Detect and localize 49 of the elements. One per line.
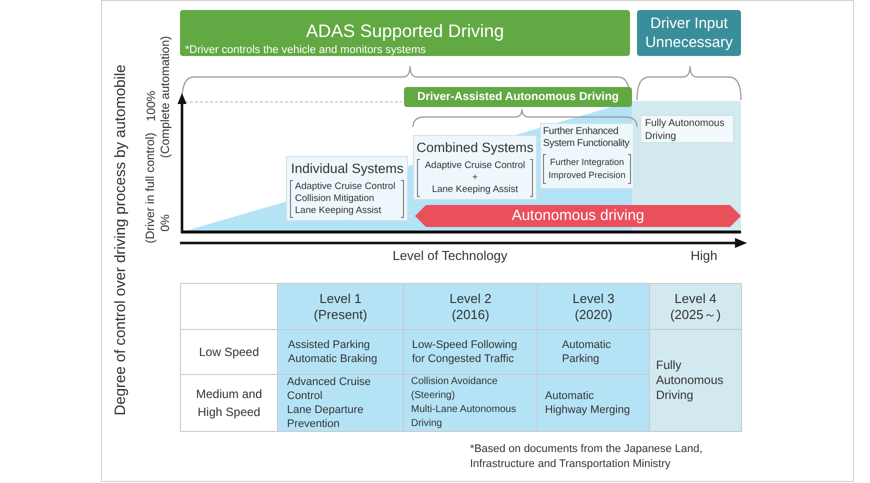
banner-title: Driver Input Unnecessary	[644, 14, 734, 52]
list-item: Lane Keeping Assist	[430, 184, 520, 196]
system-card	[540, 123, 634, 189]
card-text: Fully Autonomous Driving	[645, 117, 726, 143]
tick-note: (Driver in full control)	[143, 132, 157, 244]
card-title: Individual Systems	[290, 160, 405, 178]
tick-note: (Complete automation)	[158, 36, 172, 158]
column-header: Level 3 (2020)	[572, 290, 616, 322]
list-item: Improved Precision	[547, 169, 627, 182]
column-header: Level 1 (Present)	[312, 290, 368, 322]
double-arrow-banner	[415, 205, 741, 227]
card-title: Further Enhanced System Functionality	[542, 126, 630, 150]
row-header: Low Speed	[198, 344, 260, 360]
cell-text: Lane Departure Prevention	[287, 403, 364, 431]
banner-note: *Driver controls the vehicle and monitors systems	[184, 43, 427, 57]
footnote: *Based on documents from the Japanese Land, Infrastructure and Transportation Ministry	[470, 442, 704, 472]
tick-label: 100%	[144, 90, 158, 122]
list-item: Further Integration	[548, 156, 626, 169]
banner-title: Autonomous driving	[512, 207, 644, 225]
banner-title: Driver-Assisted Autonomous Driving	[416, 90, 620, 104]
stage-banner	[180, 10, 630, 56]
list-item: Collision Mitigation	[295, 193, 376, 205]
cell-text: Assisted Parking	[288, 338, 370, 352]
cell-text: Low-Speed Following for Congested Traffic	[412, 338, 518, 366]
axis-end-label: High	[690, 248, 718, 264]
axis-title: Level of Technology	[392, 248, 508, 264]
stage-banner	[404, 87, 632, 107]
tick-label: 0%	[158, 214, 172, 232]
list-item: Lane Keeping Assist	[295, 205, 382, 217]
card-title: Combined Systems	[415, 139, 535, 157]
cell-text: Collision Avoidance (Steering)	[411, 375, 499, 403]
system-card	[640, 115, 734, 143]
row-header: Medium and High Speed	[194, 386, 264, 421]
cell-text: Automatic Highway Merging	[545, 389, 631, 417]
cell-text: Advanced Cruise Control	[287, 375, 372, 403]
cell-text: Multi-Lane Autonomous Driving	[411, 403, 518, 431]
system-card	[286, 156, 408, 221]
cell-text: Automatic Parking	[562, 338, 612, 366]
list-item: +	[471, 172, 479, 184]
list-item: Adaptive Cruise Control	[424, 160, 526, 172]
column-header: Level 4 (2025～)	[669, 290, 722, 322]
banner-title: ADAS Supported Driving	[304, 20, 506, 42]
cell-text: Automatic Braking	[288, 352, 378, 366]
axis-title: Degree of control over driving process by automobile	[112, 64, 130, 416]
cell-text: Fully Autonomous Driving	[656, 358, 724, 403]
stage-banner	[637, 10, 741, 56]
system-card	[413, 135, 537, 200]
list-item: Adaptive Cruise Control	[295, 181, 396, 193]
column-header: Level 2 (2016)	[448, 290, 492, 322]
